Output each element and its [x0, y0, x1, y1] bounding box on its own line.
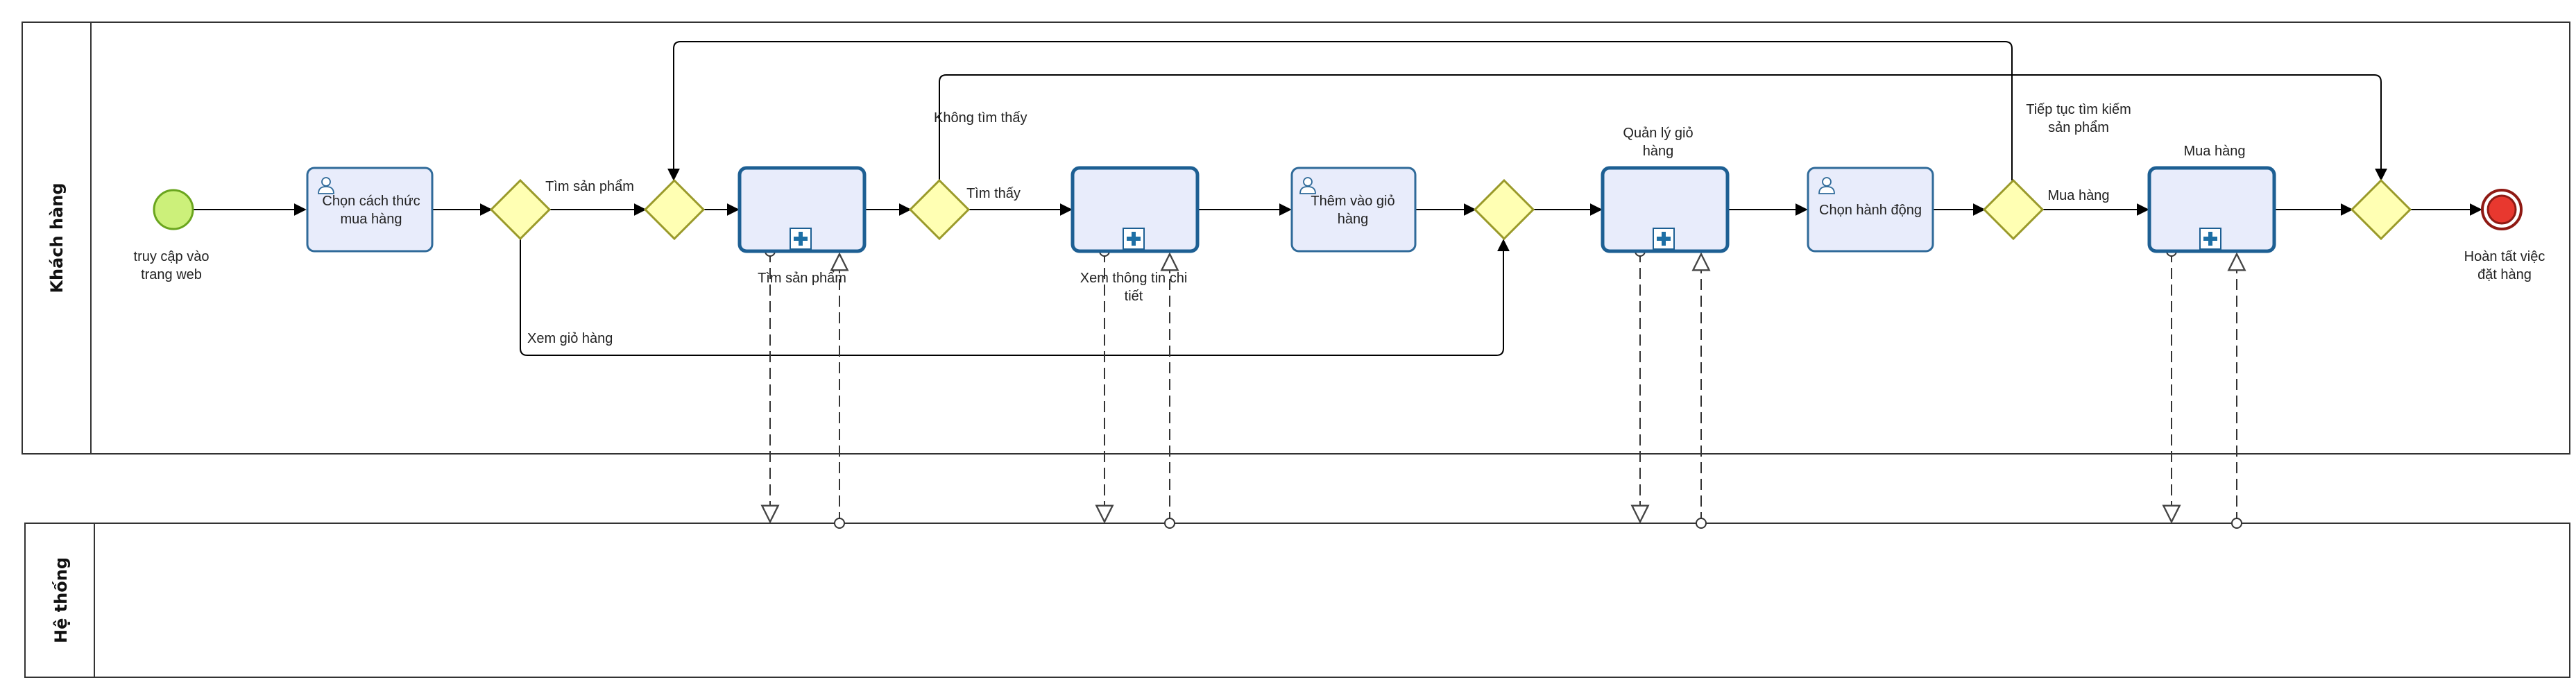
pool-he-thong: Hệ thống — [24, 523, 2570, 678]
task-chon-hanh-dong[interactable]: Chọn hành động — [1807, 167, 1934, 253]
subprocess-xem-thong-tin[interactable] — [1071, 166, 1200, 253]
flow-label-tim-san-pham: Tìm sản phẩm — [545, 179, 634, 194]
gateway-1[interactable] — [489, 178, 552, 241]
subprocess-tim-san-pham[interactable] — [737, 166, 867, 253]
pool-title-he-thong: Hệ thống — [51, 557, 71, 643]
flow-label-xem-gio-hang: Xem giỏ hàng — [527, 331, 613, 346]
plus-icon — [1653, 228, 1674, 249]
flow-label-khong-tim-thay: Không tìm thấy — [934, 110, 1027, 126]
task-label-chon-hanh-dong: Chọn hành động — [1819, 203, 1922, 218]
gateway-merge-2[interactable] — [1473, 178, 1535, 241]
task-label-them-vao-gio-line1: Thêm vào giỏ — [1311, 194, 1394, 209]
end-event-label-line1: Hoàn tất việc — [2464, 249, 2545, 264]
start-event[interactable] — [153, 189, 194, 230]
pool-title-khach-hang: Khách hàng — [47, 183, 67, 293]
task-them-vao-gio[interactable]: Thêm vào giỏ hàng — [1290, 167, 1417, 253]
plus-icon — [2200, 228, 2221, 249]
task-chon-cach-thuc[interactable]: Chọn cách thức mua hàng — [306, 167, 434, 253]
subprocess-quan-ly-gio[interactable] — [1601, 166, 1730, 253]
subprocess-label-tim-san-pham: Tìm sản phẩm — [758, 271, 846, 286]
subprocess-label-xem-thong-tin-line2: tiết — [1125, 289, 1143, 304]
flow-label-mua-hang: Mua hàng — [2048, 188, 2110, 203]
subprocess-label-quan-ly-gio-line1: Quản lý giỏ — [1623, 126, 1693, 141]
plus-icon — [1123, 228, 1144, 249]
subprocess-mua-hang[interactable] — [2147, 166, 2276, 253]
task-label-them-vao-gio-line2: hàng — [1338, 212, 1369, 227]
subprocess-label-xem-thong-tin-line1: Xem thông tin chi — [1080, 271, 1188, 286]
subprocess-label-mua-hang: Mua hàng — [2184, 144, 2246, 159]
gateway-merge-1[interactable] — [643, 178, 706, 241]
message-flows — [770, 251, 2237, 523]
gateway-2[interactable] — [908, 178, 971, 241]
flow-label-tiep-tuc-line1: Tiếp tục tìm kiếm — [2026, 102, 2131, 117]
start-event-label-line2: trang web — [141, 267, 202, 282]
task-label-chon-cach-thuc-line1: Chọn cách thức — [322, 194, 420, 209]
end-event-label-line2: đặt hàng — [2477, 267, 2532, 282]
subprocess-label-quan-ly-gio-line2: hàng — [1643, 144, 1674, 159]
plus-icon — [790, 228, 811, 249]
flow-label-tiep-tuc-line2: sản phẩm — [2048, 120, 2109, 135]
start-event-label-line1: truy cập vào — [134, 249, 210, 264]
gateway-merge-3[interactable] — [2350, 178, 2412, 241]
task-label-chon-cach-thuc-line2: mua hàng — [341, 212, 402, 227]
sequence-flows — [193, 41, 2482, 356]
flow-label-tim-thay: Tìm thấy — [966, 186, 1021, 201]
gateway-3[interactable] — [1982, 178, 2045, 241]
end-event[interactable] — [2481, 189, 2523, 230]
